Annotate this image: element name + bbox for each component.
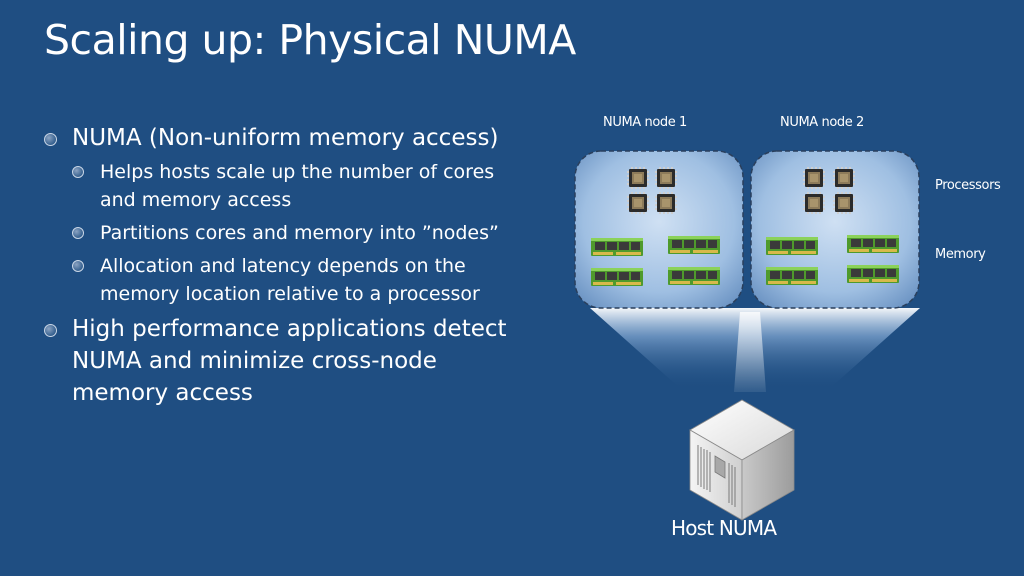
bullet-icon [72,227,84,239]
memory-module-icon [847,235,899,253]
processor-chip-icon [627,192,649,214]
processor-chip-icon [627,167,649,189]
bullet-text: Allocation and latency depends on the me… [100,255,480,305]
processor-chip-icon [833,167,855,189]
slide-title: Scaling up: Physical NUMA [44,16,576,64]
memory-module-icon [668,267,720,285]
processor-chip-icon [833,192,855,214]
bullet-text: Helps hosts scale up the number of cores… [100,161,495,211]
memory-module-icon [668,236,720,254]
processors-label: Processors [935,178,1001,193]
numa-diagram: NUMA node 1 NUMA node 2 Processors Memor… [560,100,1020,550]
processor-chip-icon [803,167,825,189]
memory-label: Memory [935,247,986,262]
numa-node-2-label: NUMA node 2 [780,115,864,130]
bullet-icon [44,324,57,337]
bullet-text: Partitions cores and memory into ”nodes” [100,222,499,244]
bullet-icon [72,260,84,272]
sub-bullet-latency: Allocation and latency depends on the me… [44,252,514,308]
bullet-numa: NUMA (Non-uniform memory access) [44,122,514,154]
memory-module-icon [847,265,899,283]
bullet-high-performance: High performance applications detect NUM… [44,313,514,409]
bullet-text: NUMA (Non-uniform memory access) [72,125,499,151]
numa-diagram-graphic [574,150,920,521]
processor-chip-icon [655,192,677,214]
bullet-list: NUMA (Non-uniform memory access) Helps h… [44,122,514,413]
bullet-icon [72,166,84,178]
memory-module-icon [591,268,643,286]
host-server-icon [689,399,795,521]
numa-node-1-label: NUMA node 1 [603,115,687,130]
processor-chip-icon [803,192,825,214]
memory-module-icon [766,267,818,285]
memory-module-icon [766,237,818,255]
projection-beam-core [734,312,766,392]
memory-module-icon [591,238,643,256]
processor-chip-icon [655,167,677,189]
sub-bullet-scale: Helps hosts scale up the number of cores… [44,158,514,214]
host-numa-label: Host NUMA [671,516,777,540]
bullet-icon [44,133,57,146]
bullet-text: High performance applications detect NUM… [72,316,507,406]
sub-bullet-partitions: Partitions cores and memory into ”nodes” [44,219,514,247]
